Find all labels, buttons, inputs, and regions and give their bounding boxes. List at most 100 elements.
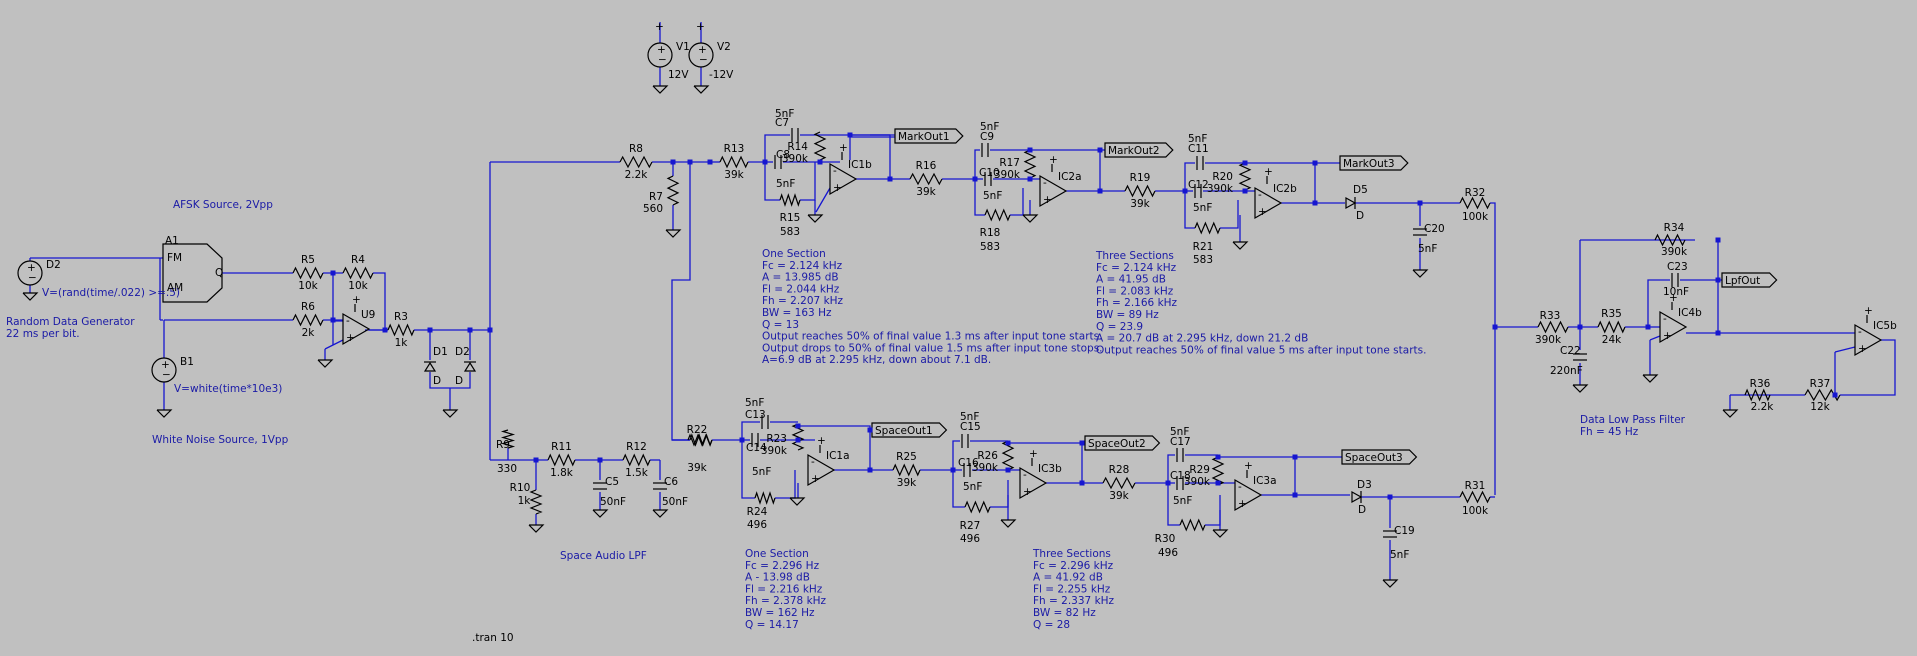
wire <box>1649 335 1661 341</box>
note-space1-line: Q = 14.17 <box>745 619 799 631</box>
resistor <box>964 500 991 514</box>
voltage-source <box>688 42 714 68</box>
part-value: 2.2k <box>1751 401 1775 413</box>
part-ref: R33 <box>1540 310 1561 322</box>
wire <box>764 162 780 201</box>
part-ref: R35 <box>1601 308 1622 320</box>
part-ref: C18 <box>1170 470 1191 482</box>
note-space3-line: Fl = 2.255 kHz <box>1033 583 1111 595</box>
resistor <box>1238 162 1252 191</box>
part-ref: C6 <box>664 476 678 488</box>
junction-dot <box>1715 330 1721 336</box>
net-flag <box>1341 449 1418 465</box>
resistor <box>1654 233 1686 247</box>
resistor <box>547 453 576 467</box>
note: Random Data Generator <box>6 316 135 328</box>
note-mark3-line: Fl = 2.083 kHz <box>1096 285 1174 297</box>
opamp-minus: - <box>811 456 815 468</box>
part-value: 39k <box>897 477 917 489</box>
part-value: 2k <box>302 327 316 339</box>
part-value: 390k <box>1661 246 1688 258</box>
plus-sign: + <box>27 262 36 274</box>
note-space3-line: Three Sections <box>1032 548 1111 560</box>
resistor <box>779 193 801 207</box>
part-value: 5nF <box>776 178 795 190</box>
part-value: 100k <box>1462 505 1489 517</box>
plus-sign: + <box>657 44 666 56</box>
part-ref: R3 <box>394 311 408 323</box>
opamp-minus: - <box>1043 177 1047 189</box>
junction-dot <box>330 317 336 323</box>
junction-dot <box>330 270 336 276</box>
net-flag <box>1084 435 1161 451</box>
part-ref: C5 <box>605 476 619 488</box>
ground-symbol <box>1212 529 1229 538</box>
part-ref: R10 <box>510 482 531 494</box>
ground-symbol <box>652 509 669 518</box>
part-value: 5nF <box>745 397 764 409</box>
ground-symbol <box>1642 374 1659 383</box>
voltage-source <box>151 357 177 383</box>
diode <box>1351 490 1363 504</box>
ground-symbol <box>652 85 669 94</box>
pin-label: FM <box>167 252 182 264</box>
part-ref: C14 <box>746 442 767 454</box>
supply-plus: + <box>1049 154 1058 166</box>
opamp-minus: - <box>833 165 837 177</box>
net-flag <box>894 128 964 144</box>
note: AFSK Source, 2Vpp <box>173 199 273 211</box>
note-space1-line: Fh = 2.378 kHz <box>745 595 827 607</box>
junction-dot <box>1417 200 1423 206</box>
opamp-ref: IC1b <box>848 159 872 171</box>
part-ref: D5 <box>1353 184 1368 196</box>
texts: +−V1+12V+−V2+-12V+−D2V=(rand(time/.022) … <box>6 21 1897 644</box>
opamp <box>1039 174 1068 208</box>
net-flag-label: MarkOut1 <box>898 131 950 143</box>
part-value: 5nF <box>1418 243 1437 255</box>
resistor <box>892 463 921 477</box>
junction-dot <box>867 467 873 473</box>
note-space3-line: Fh = 2.337 kHz <box>1033 595 1115 607</box>
source-ref: B1 <box>180 356 194 368</box>
source-value: -12V <box>709 69 734 81</box>
part-ref: C17 <box>1170 436 1191 448</box>
part-value: D <box>1358 504 1366 516</box>
part-ref: R31 <box>1465 480 1486 492</box>
ground-symbol <box>156 409 173 418</box>
note-mark3-line: Fc = 2.124 kHz <box>1096 262 1177 274</box>
ground-symbol <box>22 292 39 301</box>
part-ref: C19 <box>1394 525 1415 537</box>
ground-symbol <box>1382 579 1399 588</box>
resistor <box>1459 490 1491 504</box>
junction-dot <box>1312 200 1318 206</box>
part-value: 330 <box>497 463 517 475</box>
supply-plus: + <box>839 142 848 154</box>
note-space1-line: A - 13.98 dB <box>745 572 810 584</box>
minus-sign: − <box>658 54 667 66</box>
part-value: 39k <box>724 169 744 181</box>
note-mark1-line: Q = 13 <box>762 319 799 331</box>
part-ref: R8 <box>629 143 643 155</box>
junction-dot <box>1242 160 1248 166</box>
wire <box>952 470 965 508</box>
part-value: 220nF <box>1550 365 1583 377</box>
source-value: 12V <box>668 69 689 81</box>
part-value: D <box>455 375 463 387</box>
opamp-ref: IC2a <box>1058 171 1082 183</box>
junction-dot <box>1577 324 1583 330</box>
note-space1-line: BW = 162 Hz <box>745 607 815 619</box>
diode <box>1345 196 1357 210</box>
opamp-plus: + <box>811 473 820 485</box>
note: Data Low Pass Filter <box>1580 414 1686 426</box>
plus-sign: + <box>161 359 170 371</box>
ground-symbol <box>1000 519 1017 528</box>
part-ref: C12 <box>1188 179 1209 191</box>
wire <box>974 149 980 179</box>
opamp-ref: IC3a <box>1253 475 1277 487</box>
part-value: 496 <box>747 519 767 531</box>
part-ref: R19 <box>1130 172 1151 184</box>
part-value: 1.8k <box>550 467 574 479</box>
junction-dot <box>1215 454 1221 460</box>
note: White Noise Source, 1Vpp <box>152 434 289 446</box>
